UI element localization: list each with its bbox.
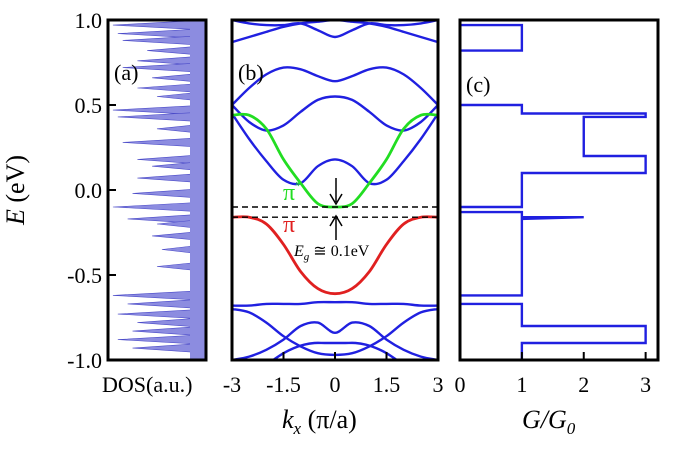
x-ticks-g: 0 1 2 3: [455, 352, 651, 397]
conductance-steps: [458, 20, 647, 360]
conductance-line: [458, 20, 647, 360]
band-5: [232, 300, 438, 307]
gap-arrow-up: [329, 214, 343, 240]
y-axis-symbol: E: [1, 209, 30, 226]
band-lines: [232, 20, 438, 360]
k-tick-label-1: -1.5: [266, 372, 301, 397]
y-tick-label-4: 1.0: [75, 8, 103, 33]
y-tick-label-1: -0.5: [67, 263, 102, 288]
x-ticks-k: -3 -1.5 0 1.5 3: [223, 352, 444, 397]
dos-baseline: [190, 20, 206, 360]
x-axis-label-k: kx (π/a): [282, 405, 357, 438]
gap-arrow-down: [329, 178, 343, 206]
y-tick-label-0: -1.0: [67, 348, 102, 373]
pi-band: [232, 215, 438, 296]
panel-a-dos: -1.0 -0.5 0.0 0.5 1.0 (a) DOS(a.u.): [67, 8, 208, 397]
dos-area: [112, 19, 207, 360]
panel-a-label: (a): [114, 60, 138, 85]
g-tick-label-3: 3: [640, 372, 651, 397]
g-tick-label-1: 1: [516, 372, 527, 397]
g-tick-label-0: 0: [455, 372, 466, 397]
y-tick-label-3: 0.5: [75, 93, 103, 118]
band-7: [232, 321, 438, 360]
panel-c-label: (c): [466, 72, 490, 97]
g-tick-label-2: 2: [578, 372, 589, 397]
band-0: [232, 112, 438, 186]
band-8: [272, 341, 398, 360]
gap-annotation: Eg ≅ 0.1eV: [293, 243, 370, 263]
panel-c-frame: [458, 18, 660, 362]
x-axis-label-dos: DOS(a.u.): [102, 372, 192, 397]
y-tick-label-2: 0.0: [75, 178, 103, 203]
band-1: [232, 66, 438, 106]
y-axis-title: E (eV): [1, 155, 30, 226]
band-3: [232, 20, 438, 44]
panel-c-conductance: 0 1 2 3 (c) G/G0: [455, 18, 660, 438]
k-tick-label-2: 0: [330, 372, 341, 397]
band-4: [232, 20, 438, 39]
pi-star-band: [232, 112, 438, 209]
svg-text:E (eV): E (eV): [1, 155, 30, 226]
k-tick-label-4: 3: [433, 372, 444, 397]
panel-b-label: (b): [238, 60, 264, 85]
panel-b-bands: -3 -1.5 0 1.5 3 (b) π* π Eg ≅ 0.1eV kx (π/a): [223, 18, 444, 438]
pi-label: π: [283, 212, 295, 238]
pi-star-label: π*: [283, 179, 302, 206]
x-axis-label-g: G/G0: [522, 405, 576, 438]
k-tick-label-0: -3: [223, 372, 241, 397]
y-axis-unit: (eV): [1, 155, 30, 209]
k-tick-label-3: 1.5: [373, 372, 401, 397]
y-ticks: -1.0 -0.5 0.0 0.5 1.0: [67, 8, 116, 373]
